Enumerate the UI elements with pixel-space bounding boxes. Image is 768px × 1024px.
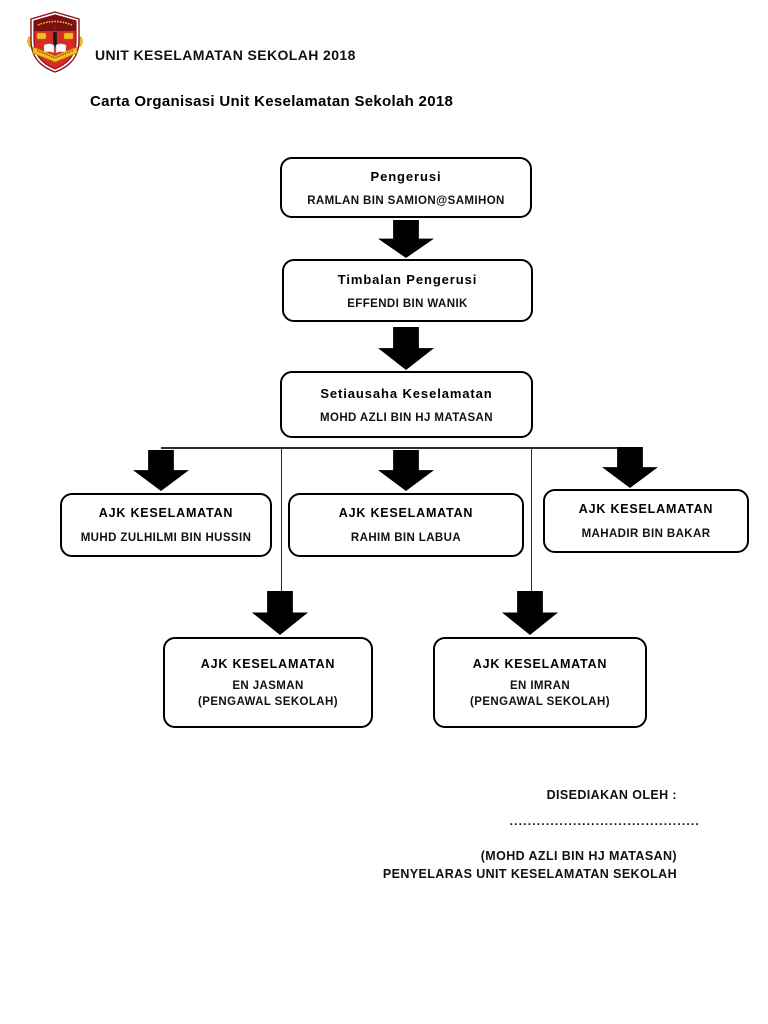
down-arrow-icon [378, 327, 434, 370]
down-arrow-icon [378, 450, 434, 491]
node-role: Setiausaha Keselamatan [320, 385, 493, 401]
node-person-name: EFFENDI BIN WANIK [347, 297, 468, 310]
signature-dotted-line: ........................................… [509, 814, 700, 828]
node-deputy: Timbalan Pengerusi EFFENDI BIN WANIK [282, 259, 533, 322]
horizontal-connector-line [161, 447, 631, 449]
node-guard-2: AJK KESELAMATAN EN IMRAN (PENGAWAL SEKOL… [433, 637, 647, 728]
node-person-name: RAMLAN BIN SAMION@SAMIHON [307, 194, 505, 207]
node-person-name: EN IMRAN [509, 680, 571, 692]
node-secretary: Setiausaha Keselamatan MOHD AZLI BIN HJ … [280, 371, 533, 438]
down-arrow-icon [378, 220, 434, 258]
node-person-name: EN JASMAN [232, 680, 304, 692]
down-arrow-icon [502, 591, 558, 635]
node-role: AJK KESELAMATAN [338, 506, 474, 520]
down-arrow-icon [252, 591, 308, 635]
node-person-name: RAHIM BIN LABUA [350, 532, 462, 544]
header-title: UNIT KESELAMATAN SEKOLAH 2018 [95, 47, 356, 63]
node-role: Timbalan Pengerusi [337, 271, 478, 287]
node-role: AJK KESELAMATAN [472, 657, 608, 671]
node-committee-1: AJK KESELAMATAN MUHD ZULHILMI BIN HUSSIN [60, 493, 272, 557]
node-person-note: (PENGAWAL SEKOLAH) [198, 696, 338, 708]
node-role: AJK KESELAMATAN [98, 506, 234, 520]
signer-name: (MOHD AZLI BIN HJ MATASAN) [480, 849, 677, 863]
signer-title: PENYELARAS UNIT KESELAMATAN SEKOLAH [382, 867, 677, 881]
vertical-connector-line-right [531, 447, 533, 591]
node-person-name: MOHD AZLI BIN HJ MATASAN [320, 411, 493, 424]
node-committee-2: AJK KESELAMATAN RAHIM BIN LABUA [288, 493, 524, 557]
node-chairman: Pengerusi RAMLAN BIN SAMION@SAMIHON [280, 157, 532, 218]
page-title: Carta Organisasi Unit Keselamatan Sekola… [90, 93, 454, 110]
school-crest-icon [26, 11, 84, 73]
vertical-connector-line-left [281, 447, 283, 591]
node-role: AJK KESELAMATAN [578, 502, 714, 516]
down-arrow-icon [133, 450, 189, 491]
node-person-name: MAHADIR BIN BAKAR [581, 528, 711, 540]
prepared-by-label: DISEDIAKAN OLEH : [546, 788, 677, 802]
node-person-name: MUHD ZULHILMI BIN HUSSIN [80, 532, 252, 544]
node-guard-1: AJK KESELAMATAN EN JASMAN (PENGAWAL SEKO… [163, 637, 373, 728]
node-role: Pengerusi [370, 168, 442, 184]
down-arrow-icon [602, 447, 658, 488]
node-committee-3: AJK KESELAMATAN MAHADIR BIN BAKAR [543, 489, 749, 553]
node-person-note: (PENGAWAL SEKOLAH) [470, 696, 610, 708]
node-role: AJK KESELAMATAN [200, 657, 336, 671]
